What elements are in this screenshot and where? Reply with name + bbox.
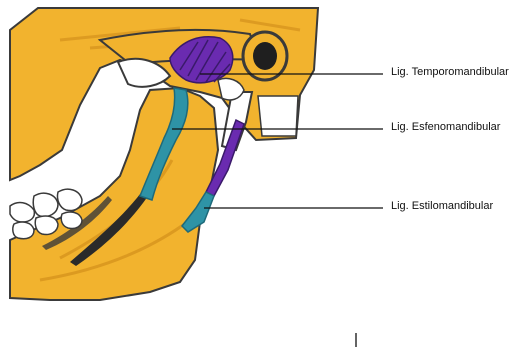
label-temporomandibular-ligament: Lig. Temporomandibular bbox=[391, 66, 509, 79]
label-sphenomandibular-ligament: Lig. Esfenomandibular bbox=[391, 121, 500, 134]
label-stylomandibular-ligament: Lig. Estilomandibular bbox=[391, 200, 493, 213]
auditory-meatus bbox=[253, 42, 277, 70]
styloid-gap bbox=[258, 96, 298, 136]
